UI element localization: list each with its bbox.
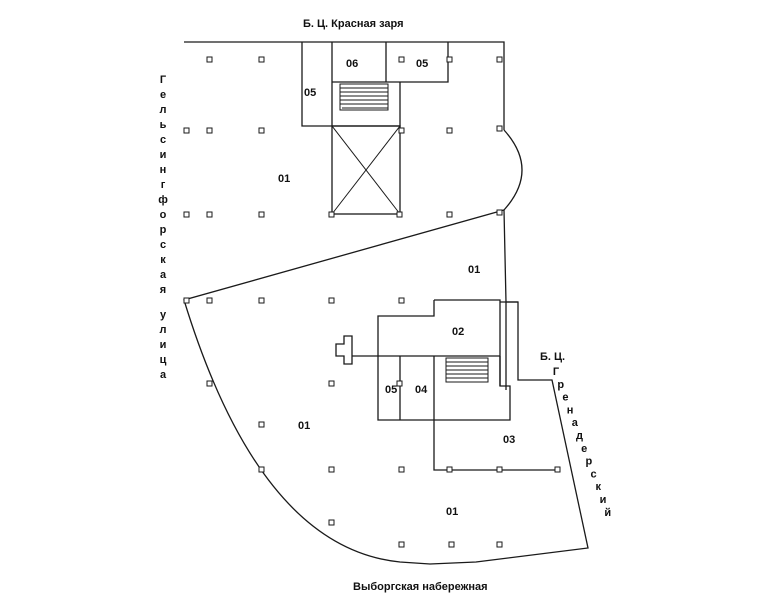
rounded-bay [503, 129, 523, 211]
central-inner-walls [378, 355, 501, 420]
street-letter: и [160, 149, 167, 161]
street-letter: ь [160, 119, 167, 131]
columns [183, 56, 561, 548]
street-letter: и [160, 339, 167, 351]
street-letter: к [596, 481, 602, 493]
street-letter: е [581, 443, 587, 455]
street-letter: и [600, 494, 607, 506]
room-label-02: 02 [452, 326, 464, 338]
street-letter: д [576, 430, 583, 442]
street-letter: н [567, 404, 574, 416]
central-stairs [445, 357, 489, 383]
central-block-walls [335, 299, 511, 421]
top-stairs [339, 83, 389, 111]
street-letter: о [160, 209, 167, 221]
street-letter: я [160, 284, 166, 296]
street-letter: ц [160, 354, 167, 366]
room-label-03: 03 [503, 434, 515, 446]
right-shaft [500, 301, 518, 390]
street-label-right-prefix: Б. Ц. [540, 351, 565, 363]
room-label-01-upper-right: 01 [468, 264, 480, 276]
street-letter: а [160, 269, 167, 281]
street-letter: р [557, 379, 564, 391]
street-letter: г [161, 179, 166, 191]
street-letter: к [160, 254, 166, 266]
street-letter: ф [158, 194, 168, 206]
room-label-05-center: 05 [385, 384, 397, 396]
street-letter: л [160, 324, 167, 336]
room-label-01-lower-left: 01 [298, 420, 310, 432]
building-outline [183, 41, 589, 565]
street-letter: а [572, 417, 579, 429]
street-letter: й [604, 507, 611, 519]
street-label-top: Б. Ц. Красная заря [303, 18, 404, 30]
street-letter: с [160, 239, 166, 251]
top-block-walls [301, 42, 449, 127]
elevator-void [331, 125, 401, 215]
room-label-01-lower-right: 01 [446, 506, 458, 518]
street-letter: Г [160, 74, 167, 86]
room-label-04: 04 [415, 384, 428, 396]
street-letter: с [591, 468, 597, 480]
street-letter: р [160, 224, 167, 236]
street-letter: е [562, 392, 568, 404]
street-letter: а [160, 369, 167, 381]
room-label-05-top-right: 05 [416, 58, 428, 70]
street-label-bottom: Выборгская набережная [353, 581, 488, 593]
street-letter: р [586, 456, 593, 468]
street-letter: е [160, 89, 166, 101]
room-label-01-upper-left: 01 [278, 173, 290, 185]
street-letter: л [160, 104, 167, 116]
room-label-05-top-left: 05 [304, 87, 316, 99]
room-03-walls [433, 420, 560, 471]
street-letter: у [160, 309, 167, 321]
street-letter: Г [553, 366, 560, 378]
room-label-06: 06 [346, 58, 358, 70]
street-letter: н [160, 164, 167, 176]
street-letter: с [160, 134, 166, 146]
